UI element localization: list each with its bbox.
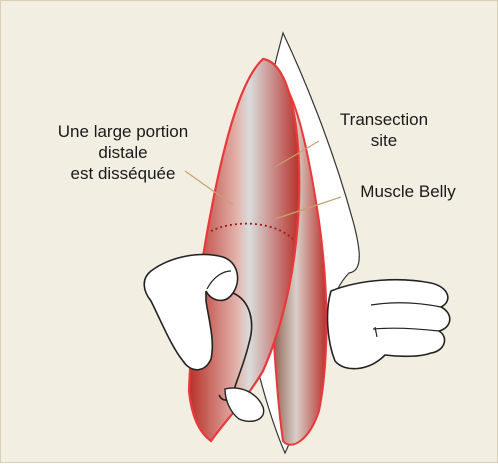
label-dissected: Une large portion distale est disséquée	[33, 121, 213, 184]
label-muscle-belly: Muscle Belly	[343, 181, 473, 202]
label-transection-site: Transection site	[319, 109, 449, 151]
right-hand	[328, 280, 450, 369]
